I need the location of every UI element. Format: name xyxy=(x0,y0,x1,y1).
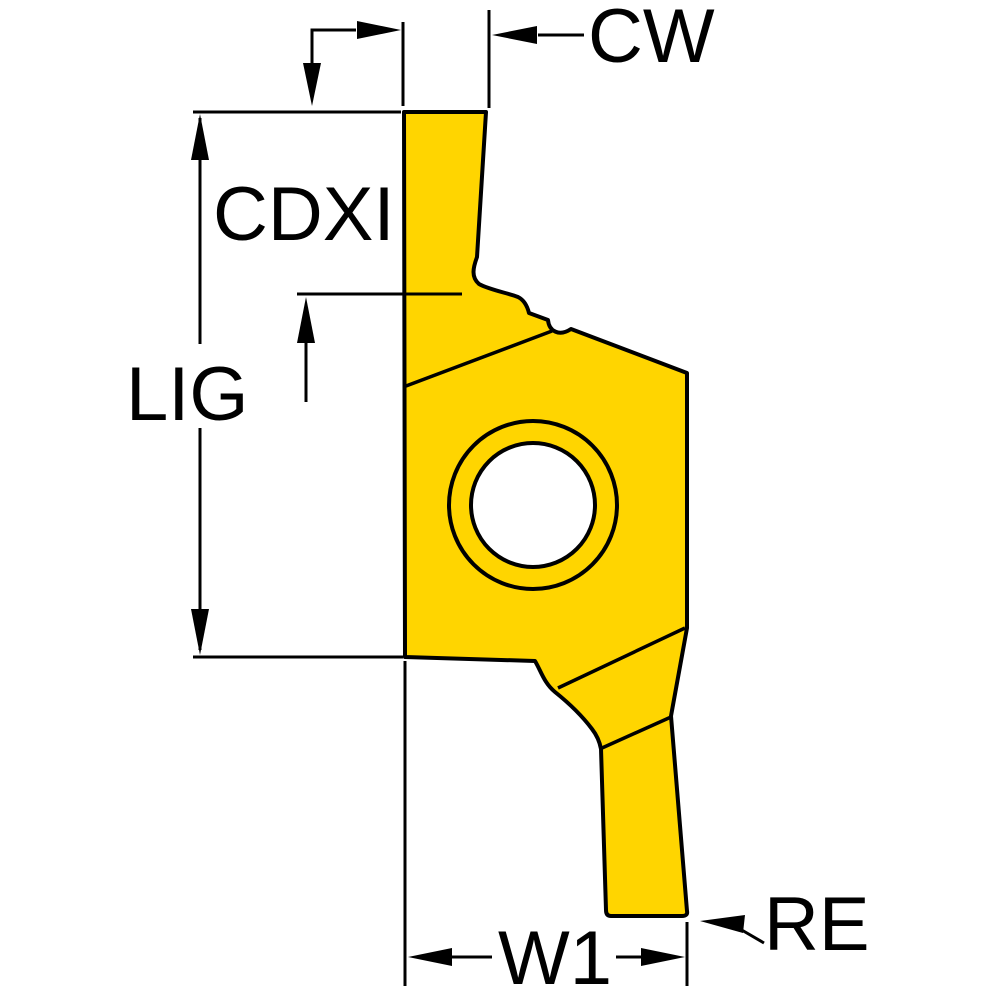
insert-tab-facet-line xyxy=(601,715,672,750)
cdxi-bottom-arrowhead-up xyxy=(297,297,315,343)
cw-arrowhead-right-pointing xyxy=(357,21,401,39)
w1-arrowhead-right xyxy=(641,948,685,966)
lig-arrowhead-down xyxy=(191,609,209,655)
re-leader-line xyxy=(739,927,765,945)
cw-dimension: CW xyxy=(303,0,715,108)
insert-bottom-facet-line xyxy=(557,626,686,690)
cdxi-dimension: CDXI xyxy=(213,172,462,402)
lig-arrowhead-up xyxy=(191,114,209,160)
screw-hole-countersink xyxy=(447,419,619,591)
cw-leader-left xyxy=(310,28,356,64)
cdxi-top-arrowhead-down xyxy=(303,63,321,106)
cw-arrowhead-left-pointing xyxy=(492,26,537,44)
w1-arrowhead-left xyxy=(408,948,452,966)
insert-body xyxy=(402,110,690,918)
re-label: RE xyxy=(764,882,870,967)
lig-dimension: LIG xyxy=(118,110,403,659)
re-arrowhead xyxy=(700,915,745,933)
cdxi-label: CDXI xyxy=(213,172,395,257)
cw-label: CW xyxy=(588,0,715,79)
insert-top-facet-line xyxy=(405,329,553,388)
re-dimension: RE xyxy=(700,882,870,967)
lig-label-mask xyxy=(118,344,268,428)
screw-hole xyxy=(469,441,597,569)
w1-dimension: W1 xyxy=(403,661,689,1000)
lig-label: LIG xyxy=(126,352,249,437)
w1-label: W1 xyxy=(498,916,612,1000)
